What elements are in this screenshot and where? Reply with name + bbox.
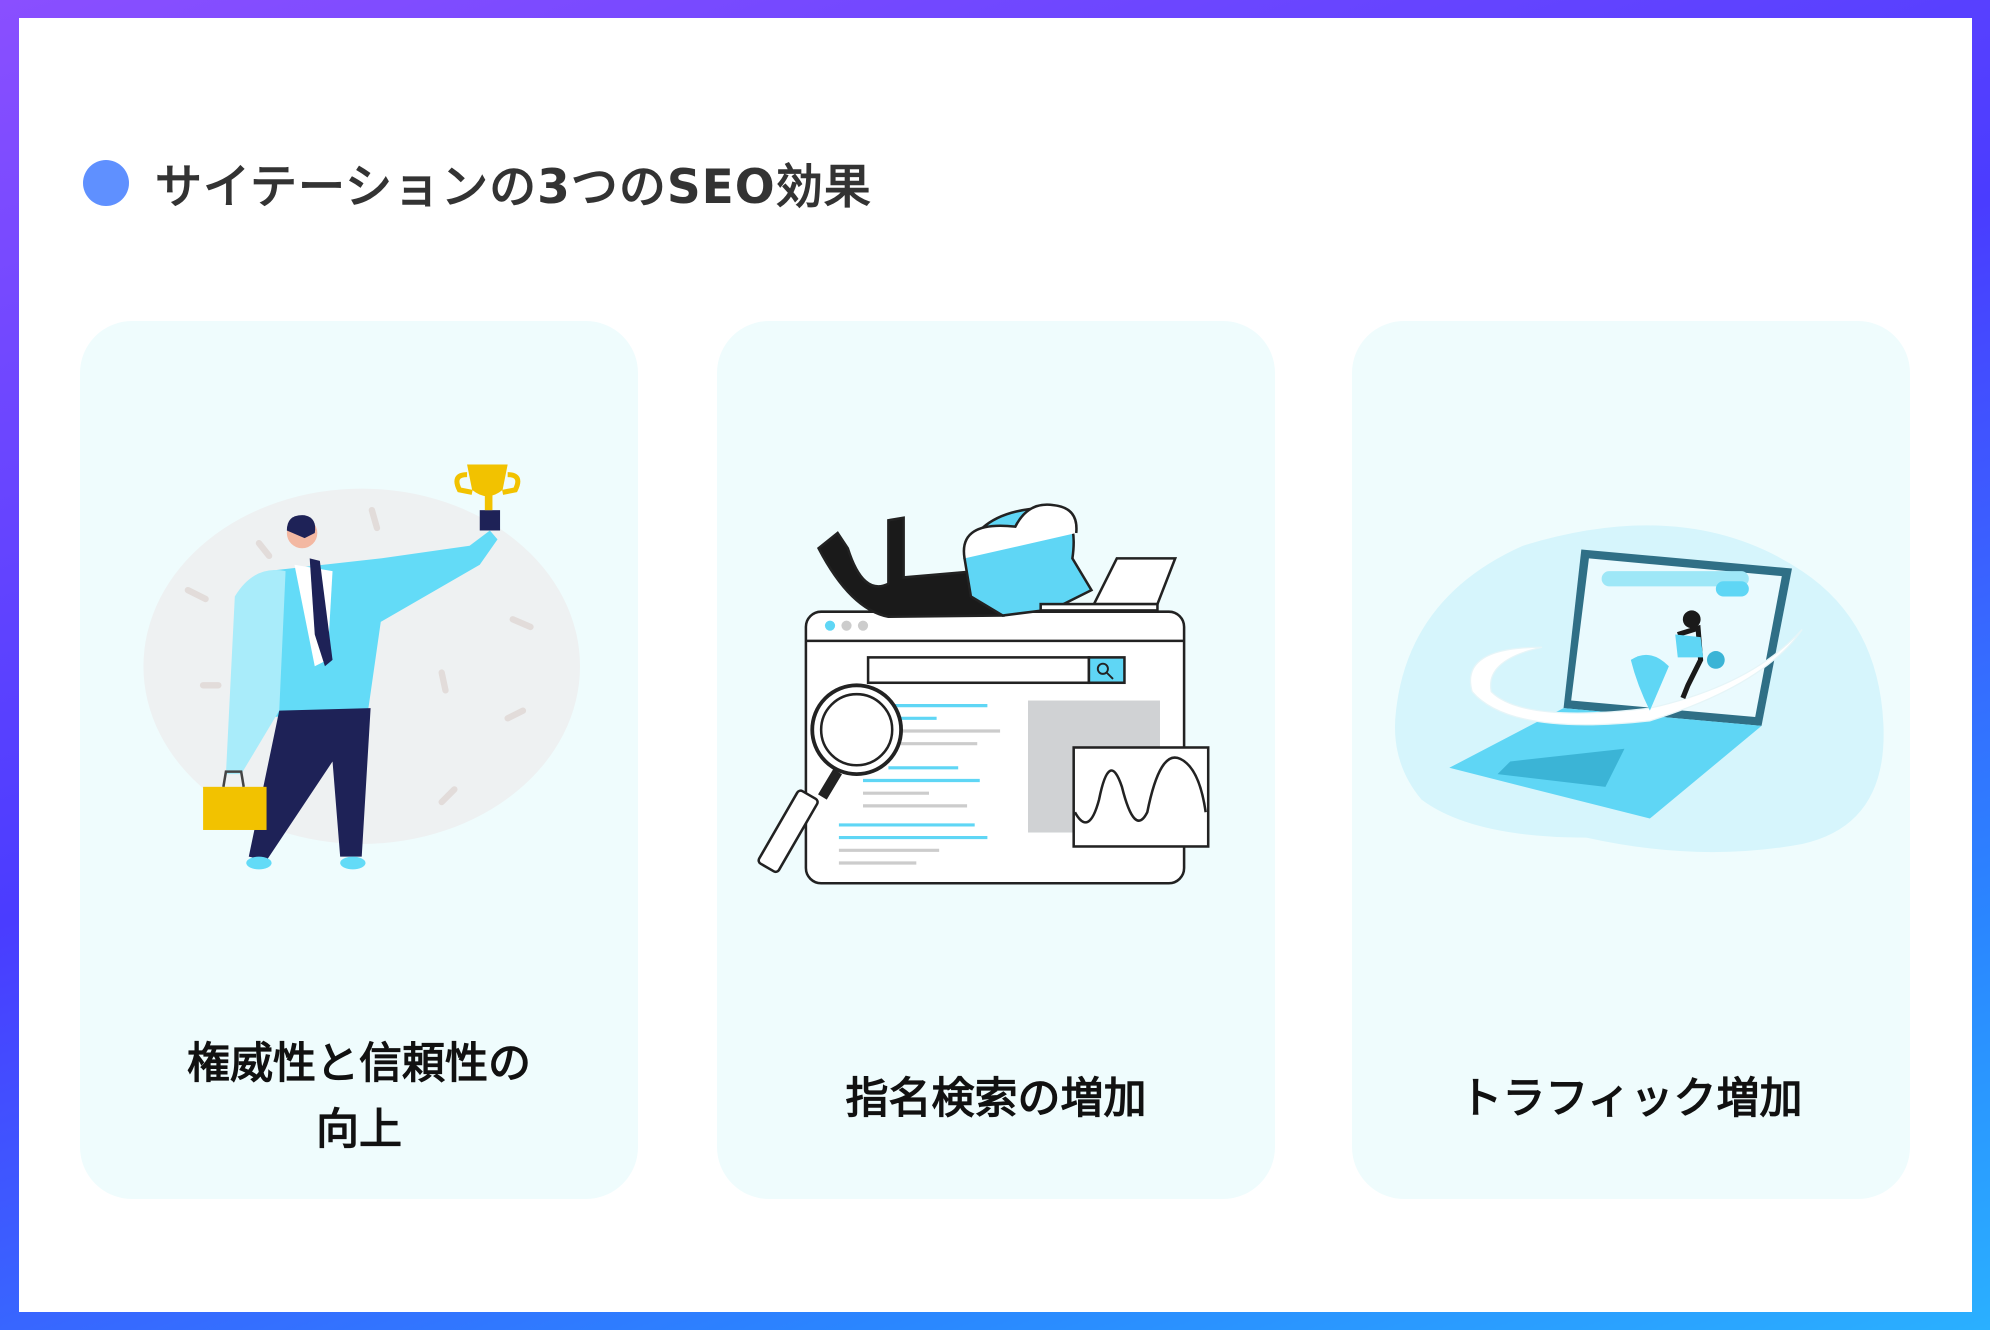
bullet-dot-icon [83,159,129,206]
card-traffic: トラフィック増加 [1352,321,1910,1199]
card-label: 権威性と信頼性の 向上 [80,1031,638,1163]
card-label: 指名検索の増加 [845,1074,1147,1124]
page-title: サイテーションの3つのSEO効果 [155,160,872,215]
slide-frame: サイテーションの3つのSEO効果 権威性と信頼性の 向上 指名検索の増加 トラフ… [19,18,1972,1312]
card-label-line: 向上 [316,1105,402,1155]
card-authority: 権威性と信頼性の 向上 [80,321,638,1199]
card-label: トラフィック増加 [1459,1074,1803,1124]
card-branded-search: 指名検索の増加 [717,321,1275,1199]
card-label-line: 権威性と信頼性の [187,1039,531,1089]
section-heading: サイテーションの3つのSEO効果 [83,148,872,217]
